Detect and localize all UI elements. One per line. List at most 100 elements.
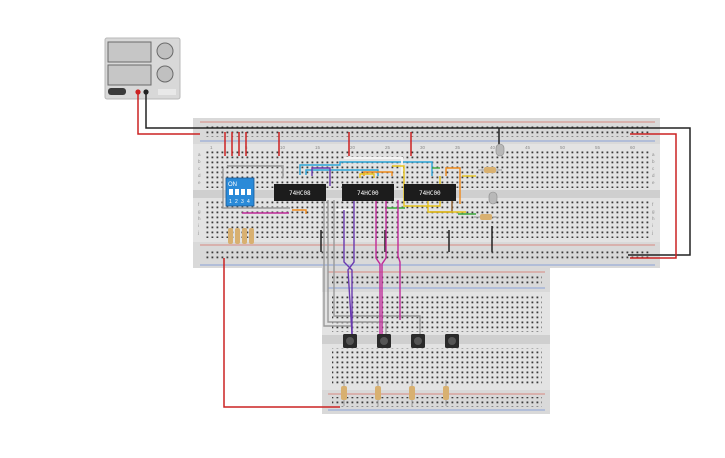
pull-resistor-1[interactable] [228, 228, 233, 244]
button-resistors[interactable] [341, 380, 449, 406]
push-button-1[interactable] [343, 334, 357, 348]
logic-wires [222, 157, 476, 215]
button-resistor-2[interactable] [375, 380, 381, 406]
wire-magenta-button-3[interactable] [397, 200, 401, 320]
column-number: 20 [350, 145, 356, 150]
row-letter-left: b [198, 159, 201, 164]
wire-grey-2[interactable] [227, 165, 284, 178]
pull-resistor-2[interactable] [235, 228, 240, 244]
column-number: 40 [490, 145, 496, 150]
power-wires [137, 92, 691, 408]
row-letter-left: e [198, 180, 201, 185]
wire-yellow-4[interactable] [427, 196, 466, 213]
wire-purple-1[interactable] [311, 167, 331, 186]
chip-2-body [342, 184, 394, 201]
small-strip-bottom[interactable] [332, 348, 542, 384]
wire-cyan-1[interactable] [299, 161, 433, 176]
push-button-cap[interactable] [380, 337, 388, 345]
wire-cyan-2[interactable] [305, 169, 379, 176]
row-letter-left: c [198, 166, 201, 171]
small-center-channel [322, 335, 550, 344]
column-number: 30 [420, 145, 426, 150]
wire-grey-button-3[interactable] [333, 200, 421, 334]
row-letter-left: j [197, 230, 199, 235]
column-number: 25 [385, 145, 391, 150]
resistor-led-2-body [480, 214, 492, 220]
led-1[interactable] [495, 143, 505, 157]
dip-toggle-4[interactable] [247, 189, 251, 195]
pull-resistor-4[interactable] [249, 228, 254, 244]
pull-resistor-3[interactable] [242, 228, 247, 244]
wire-purple-button-1[interactable] [343, 210, 353, 334]
dip-pull-resistors[interactable] [228, 228, 254, 244]
wire-white-1[interactable] [344, 157, 403, 176]
top-rail-holes[interactable] [205, 126, 650, 137]
row-letter-right: h [652, 216, 655, 221]
led-2[interactable] [488, 191, 498, 205]
wire-magenta-button-2[interactable] [381, 200, 387, 334]
dip-number-3: 3 [241, 199, 244, 205]
wire-magenta-button-1[interactable] [375, 200, 381, 334]
row-letter-right: e [652, 180, 655, 185]
row-letter-left: i [198, 223, 199, 228]
dip-switch[interactable]: ON 1 2 3 4 [225, 177, 255, 207]
row-letter-left: g [198, 209, 201, 214]
chip-3-body [404, 184, 456, 201]
push-button-cap[interactable] [414, 337, 422, 345]
wire-orange-1[interactable] [292, 209, 307, 214]
wire-supply-negative[interactable] [145, 92, 691, 256]
wire-orange-3[interactable] [445, 167, 461, 204]
current-knob[interactable] [156, 65, 174, 83]
column-number: 35 [455, 145, 461, 150]
dip-number-4: 4 [247, 199, 250, 205]
voltage-knob[interactable] [156, 42, 174, 60]
dip-toggle-1[interactable] [229, 189, 233, 195]
column-number: 50 [560, 145, 566, 150]
current-display [107, 64, 152, 86]
push-button-2[interactable] [377, 334, 391, 348]
wire-purple-button-2[interactable] [347, 190, 355, 335]
push-button-cap[interactable] [448, 337, 456, 345]
push-button-cap[interactable] [346, 337, 354, 345]
row-letter-right: a [652, 152, 655, 157]
wire-to-small-board-power[interactable] [223, 258, 340, 408]
small-top-rail-holes[interactable] [332, 275, 542, 285]
dip-toggle-3[interactable] [241, 189, 245, 195]
breadboard-small[interactable] [322, 268, 550, 414]
push-button-4[interactable] [445, 334, 459, 348]
small-bottom-rail-holes[interactable] [332, 397, 542, 407]
button-resistor-4[interactable] [443, 380, 449, 406]
row-letter-left: h [198, 216, 201, 221]
button-resistor-body [443, 386, 449, 400]
led-2-body [488, 191, 498, 205]
chip-1[interactable]: 74HC08 [274, 184, 326, 201]
dip-toggle-2[interactable] [235, 189, 239, 195]
supply-label-plate [158, 89, 176, 95]
resistor-led-1[interactable] [478, 167, 502, 173]
row-letter-left: d [198, 173, 201, 178]
column-number: 15 [315, 145, 321, 150]
chip-1-body [274, 184, 326, 201]
wire-grey-1[interactable] [222, 168, 290, 209]
chip-2[interactable]: 74HC00 [342, 184, 394, 201]
power-supply[interactable] [104, 37, 181, 100]
small-strip-top[interactable] [332, 296, 542, 332]
terminal-strip-top[interactable] [205, 151, 650, 188]
push-buttons[interactable] [343, 334, 459, 348]
wire-grey-button-2[interactable] [327, 200, 387, 334]
push-button-3[interactable] [411, 334, 425, 348]
wire-right-rail-bridge[interactable] [630, 133, 677, 259]
wire-yellow-1[interactable] [359, 173, 375, 178]
chip-3[interactable]: 74HC00 [404, 184, 456, 201]
button-resistor-1[interactable] [341, 380, 347, 406]
power-switch[interactable] [108, 88, 126, 95]
button-resistor-body [409, 386, 415, 400]
dip-number-1: 1 [229, 199, 232, 205]
bottom-rail-holes[interactable] [205, 250, 650, 261]
wire-supply-positive[interactable] [137, 92, 200, 135]
button-resistor-3[interactable] [409, 380, 415, 406]
resistor-led-2[interactable] [474, 214, 498, 220]
